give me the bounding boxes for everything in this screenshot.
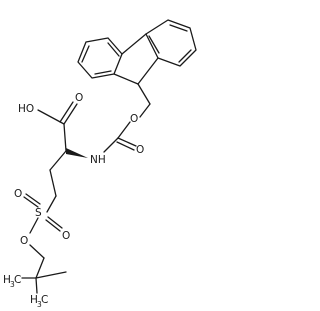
svg-text:C: C (14, 274, 21, 286)
right-ring-double-bond (169, 24, 188, 32)
carbamate-ether-oxygen: O (130, 113, 138, 125)
sulfonyl-oxygen-bottom: O (62, 230, 70, 242)
amide-nh: NH (90, 154, 106, 166)
carbamate-c-o-double-bond (117, 137, 137, 147)
methyl-bottom-label: H 3 C (30, 294, 48, 309)
left-benzene-ring (77, 37, 123, 79)
carbonyl-n-bond (103, 137, 119, 153)
svg-text:3: 3 (37, 300, 42, 309)
s-o-double-bond-top (25, 193, 41, 205)
quaternary-methyl-bond-right (35, 271, 67, 279)
s-o-ester-bond (29, 217, 39, 234)
svg-text:3: 3 (10, 280, 15, 289)
quaternary-methyl-bond-bottom (35, 277, 38, 294)
methyl-left-label: H 3 C (3, 274, 21, 289)
fluorene-ring-system (77, 19, 197, 85)
svg-text:H: H (30, 294, 38, 306)
fluorene-c9-bond (113, 73, 139, 85)
beta-gamma-bond (49, 169, 57, 197)
sulfonyl-oxygen-top: O (14, 188, 22, 200)
structure-diagram: O O NH HO O S O O O H 3 C H 3 C (3, 19, 197, 309)
svg-text:C: C (41, 294, 48, 306)
ester-oxygen: O (20, 235, 28, 247)
carbamate-carbonyl-oxygen: O (136, 144, 144, 156)
o-ch2-bond (29, 244, 45, 259)
left-ring-double-bond (94, 70, 112, 75)
s-o-double-bond-top (23, 196, 39, 208)
carbamate-c-o-double-bond (116, 141, 135, 151)
right-ring-double-bond (178, 49, 192, 63)
s-o-double-bond-bottom (47, 216, 63, 229)
alpha-carboxyl-bond (63, 123, 67, 152)
s-o-double-bond-bottom (45, 219, 61, 232)
o-carbonyl-bond (117, 121, 131, 139)
carboxyl-c-o-double-bond (63, 103, 78, 125)
left-ring-double-bond (81, 45, 90, 63)
stereo-wedge-bond (66, 148, 88, 158)
left-ring-double-bond (107, 42, 120, 57)
biaryl-bond (121, 33, 147, 55)
ch2-quaternary-bond (35, 257, 45, 279)
gamma-s-bond (46, 195, 57, 213)
molecule-drawing: O O NH HO O S O O O H 3 C H 3 C (3, 19, 197, 309)
fluorene-c9-bond (137, 57, 159, 85)
carboxyl-carbonyl-oxygen: O (75, 92, 83, 104)
c9-ch2-bond (137, 83, 151, 105)
ch2-o-bond (139, 103, 151, 118)
sulfonyl-sulfur: S (35, 207, 42, 219)
carboxyl-hydroxyl: HO (18, 103, 34, 115)
carboxyl-c-o-double-bond (59, 101, 74, 123)
alpha-beta-bond (49, 150, 67, 171)
svg-text:H: H (3, 274, 11, 286)
right-ring-double-bond (148, 35, 160, 54)
